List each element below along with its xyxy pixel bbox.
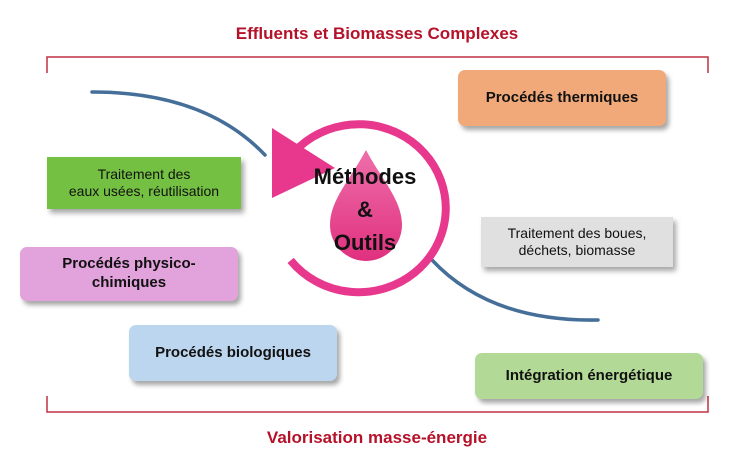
center-label-line2: & — [357, 197, 373, 222]
center-label: Méthodes & Outils — [295, 160, 435, 259]
box-traitement-eaux-line2: eaux usées, réutilisation — [68, 183, 220, 199]
box-integration-energetique: Intégration énergétique — [475, 353, 703, 399]
box-traitement-eaux-line1: Traitement des — [97, 165, 191, 182]
box-traitement-boues-line2: déchets, biomasse — [518, 242, 636, 258]
outgoing-curve — [430, 258, 600, 322]
center-label-line1: Méthodes — [313, 164, 417, 189]
box-traitement-boues: Traitement des boues, déchets, biomasse — [481, 217, 673, 267]
box-physico-line1: Procédés physico- — [62, 255, 196, 273]
box-physico-line2: chimiques — [91, 274, 167, 291]
top-title: Effluents et Biomasses Complexes — [235, 24, 519, 43]
box-traitement-eaux: Traitement des eaux usées, réutilisation — [47, 157, 241, 209]
bottom-bracket — [46, 396, 709, 413]
cycle-arrow-ring — [287, 120, 450, 297]
box-procedes-physico-chimiques: Procédés physico- chimiques — [20, 247, 238, 301]
box-traitement-boues-line1: Traitement des boues, — [507, 224, 647, 241]
drop-icon — [330, 150, 402, 261]
cycle-arrowhead — [272, 128, 335, 198]
box-procedes-biologiques-label: Procédés biologiques — [155, 343, 311, 361]
box-procedes-thermiques: Procédés thermiques — [458, 70, 666, 126]
top-bracket — [46, 56, 709, 73]
box-integration-energetique-label: Intégration énergétique — [505, 366, 673, 384]
box-procedes-thermiques-label: Procédés thermiques — [485, 88, 639, 106]
bottom-title: Valorisation masse-énergie — [266, 428, 488, 447]
incoming-curve — [90, 90, 267, 157]
center-label-line3: Outils — [333, 230, 397, 255]
box-procedes-biologiques: Procédés biologiques — [129, 325, 337, 381]
